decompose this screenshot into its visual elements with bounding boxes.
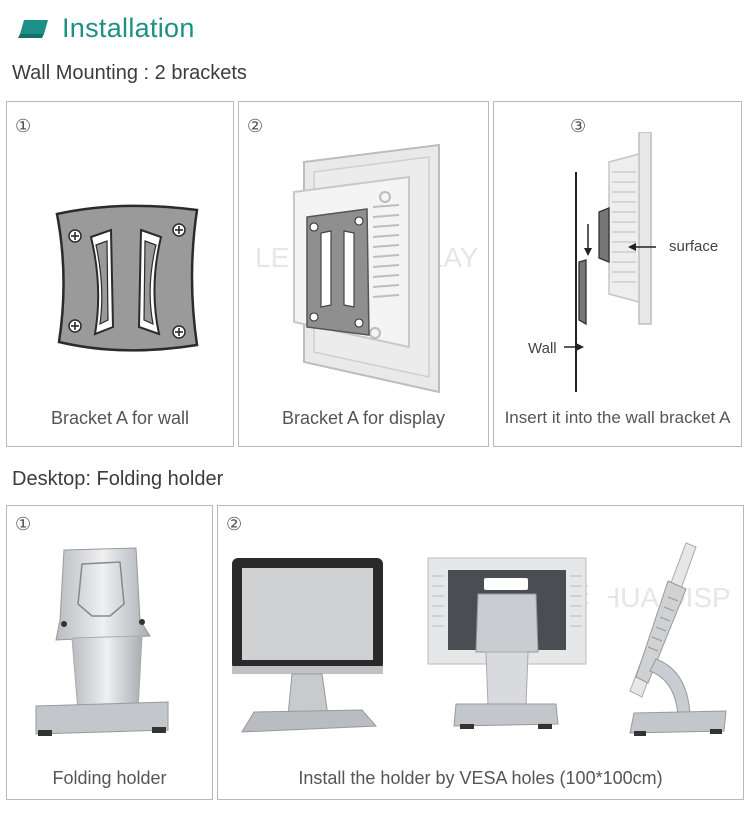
installation-icon <box>18 20 48 38</box>
side-view-illustration <box>575 132 656 392</box>
surface-label: surface <box>669 238 719 255</box>
panel-install-holder: ② LE HUA DISPLAY <box>217 505 744 800</box>
panel-bracket-display: ② LE HUA DISPLAY Bracket A for display <box>238 101 489 447</box>
monitor-back-illustration: LE <box>427 557 588 729</box>
panel-caption: Insert it into the wall bracket A <box>504 408 731 427</box>
display-bracket-illustration: LE HUA DISPLAY <box>255 143 479 394</box>
wall-label: Wall <box>528 340 557 357</box>
step-number: ② <box>226 514 243 535</box>
monitor-front-illustration <box>232 558 383 733</box>
panel-caption: Install the holder by VESA holes (100*10… <box>298 768 663 788</box>
monitor-side-illustration: HUA DISPLAY <box>608 542 733 736</box>
panel-caption: Folding holder <box>52 768 167 788</box>
wall-bracket-illustration <box>55 204 199 352</box>
step-number: ② <box>247 116 264 137</box>
wall-arrow-icon <box>564 343 584 351</box>
step-number: ③ <box>570 116 587 137</box>
wall-mounting-title: Wall Mounting : 2 brackets <box>12 62 247 84</box>
panel-insert-bracket: ③ surface Wall Insert it into the wall b… <box>493 101 742 447</box>
panel-bracket-wall: ① Bracket A for wall <box>6 101 234 447</box>
page-title: Installation <box>62 12 195 43</box>
page-header: Installation <box>18 10 195 46</box>
panel-caption: Bracket A for display <box>281 408 446 428</box>
step-number: ① <box>15 116 32 137</box>
step-number: ① <box>15 514 32 535</box>
folding-holder-illustration <box>35 547 169 736</box>
panel-caption: Bracket A for wall <box>50 408 190 428</box>
panel-folding-holder: ① Folding holder <box>6 505 213 800</box>
desktop-title: Desktop: Folding holder <box>12 468 224 490</box>
